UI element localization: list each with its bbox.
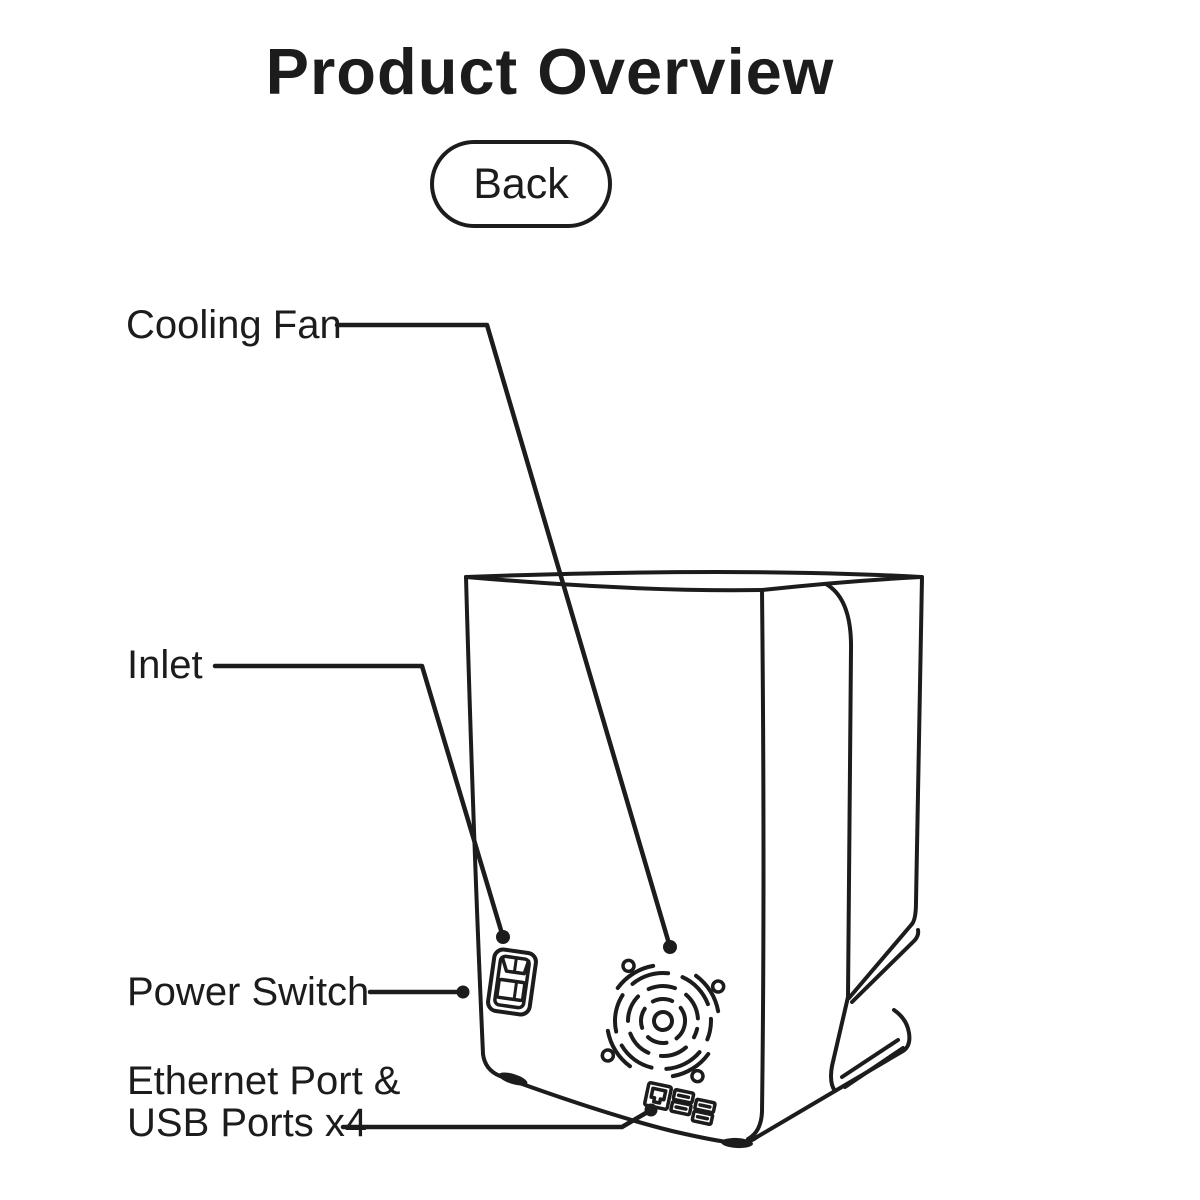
foot-left [498, 1072, 528, 1086]
usb-slot-tongue [674, 1105, 688, 1111]
power-switch-icon [486, 947, 538, 1017]
cooling-fan-label: Cooling Fan [126, 303, 342, 347]
power-switch-label: Power Switch [127, 970, 369, 1014]
fan-screw-br [690, 1068, 705, 1084]
back-view-badge-label: Back [473, 159, 569, 208]
fan-corner-bracket-br [670, 1052, 711, 1079]
cooling-fan-leader-line [334, 322, 673, 950]
ethernet-usb-leader-dot [644, 1103, 658, 1117]
cooling-fan-label-text: Cooling Fan [126, 303, 342, 347]
fan-grille-icon [600, 958, 726, 1084]
device-rear-illustration [464, 570, 924, 1149]
fan-screw-tr [710, 979, 726, 994]
rubber-feet-icon [498, 1072, 753, 1149]
power-switch-label-text: Power Switch [127, 970, 370, 1014]
usb-slot [669, 1099, 693, 1117]
side-right-edge [910, 575, 924, 926]
usb-slot [671, 1087, 696, 1105]
ethernet-usb-label-line1: Ethernet Port & [127, 1059, 401, 1103]
switch-rocker-top-divider [512, 957, 518, 974]
usb-slot-tongue [695, 1114, 710, 1121]
switch-rocker-bottom-divider [512, 980, 519, 1001]
back-panel-bottom-edge [481, 1052, 759, 1145]
page-title: Product Overview [265, 35, 835, 108]
switch-rocker-bottom [495, 977, 527, 1003]
back-panel-right-edge [746, 588, 766, 1141]
usb-slot-tongue [698, 1103, 712, 1109]
back-panel-top-edge [464, 575, 764, 593]
shell-rim-lower [850, 928, 921, 1004]
usb-port-pair-2 [690, 1097, 717, 1127]
inlet-leader-line [212, 663, 506, 940]
cooling-fan-leader [334, 322, 677, 954]
io-ports [642, 1080, 717, 1127]
fan-corner-bracket-tr [694, 973, 721, 1014]
side-front-edge [824, 582, 854, 999]
power-switch-leader [367, 985, 470, 999]
ethernet-rj45-shape [649, 1086, 668, 1105]
foot-right [721, 1137, 753, 1149]
shell-rim-upper [847, 922, 914, 1000]
side-top-edge [760, 575, 923, 592]
usb-ports-icon [669, 1087, 717, 1127]
top-far-edge [464, 570, 923, 579]
stand-seam-line-2 [843, 1046, 905, 1089]
usb-slot [690, 1109, 715, 1127]
inlet-label: Inlet [127, 643, 203, 687]
ethernet-usb-label-line2: USB Ports x4 [127, 1101, 368, 1145]
cooling-fan-leader-dot [663, 940, 677, 954]
fan-corner-bracket-bl [605, 1028, 632, 1069]
stand-left-edge [829, 995, 850, 1093]
power-switch-leader-dot [456, 985, 470, 999]
fan-ring-middle [626, 984, 700, 1058]
switch-outer-frame [486, 947, 538, 1017]
fan-screw-tl [621, 958, 636, 974]
fan-corner-bracket-tl [615, 963, 656, 990]
callout-leader-lines [212, 322, 677, 1130]
inlet-leader-dot [496, 930, 510, 944]
usb-slot-tongue [676, 1093, 691, 1100]
fan-hub [652, 1010, 674, 1032]
fan-screw-bl [600, 1048, 616, 1063]
back-panel-left-edge [464, 575, 485, 1056]
back-view-badge[interactable]: Back [430, 140, 612, 228]
usb-port-pair-1 [669, 1087, 696, 1117]
stand-seam-line-1 [840, 1038, 900, 1079]
inlet-leader [212, 663, 510, 944]
ethernet-usb-leader-line [340, 1107, 654, 1130]
fan-ring-outer [613, 971, 713, 1071]
ethernet-usb-leader [340, 1103, 658, 1130]
inlet-label-text: Inlet [127, 643, 203, 687]
fan-ring-inner [639, 997, 687, 1045]
usb-slot [693, 1097, 717, 1115]
ethernet-usb-label: Ethernet Port & USB Ports x4 [127, 1060, 400, 1144]
bottom-right-edge-and-stand [755, 1008, 912, 1139]
